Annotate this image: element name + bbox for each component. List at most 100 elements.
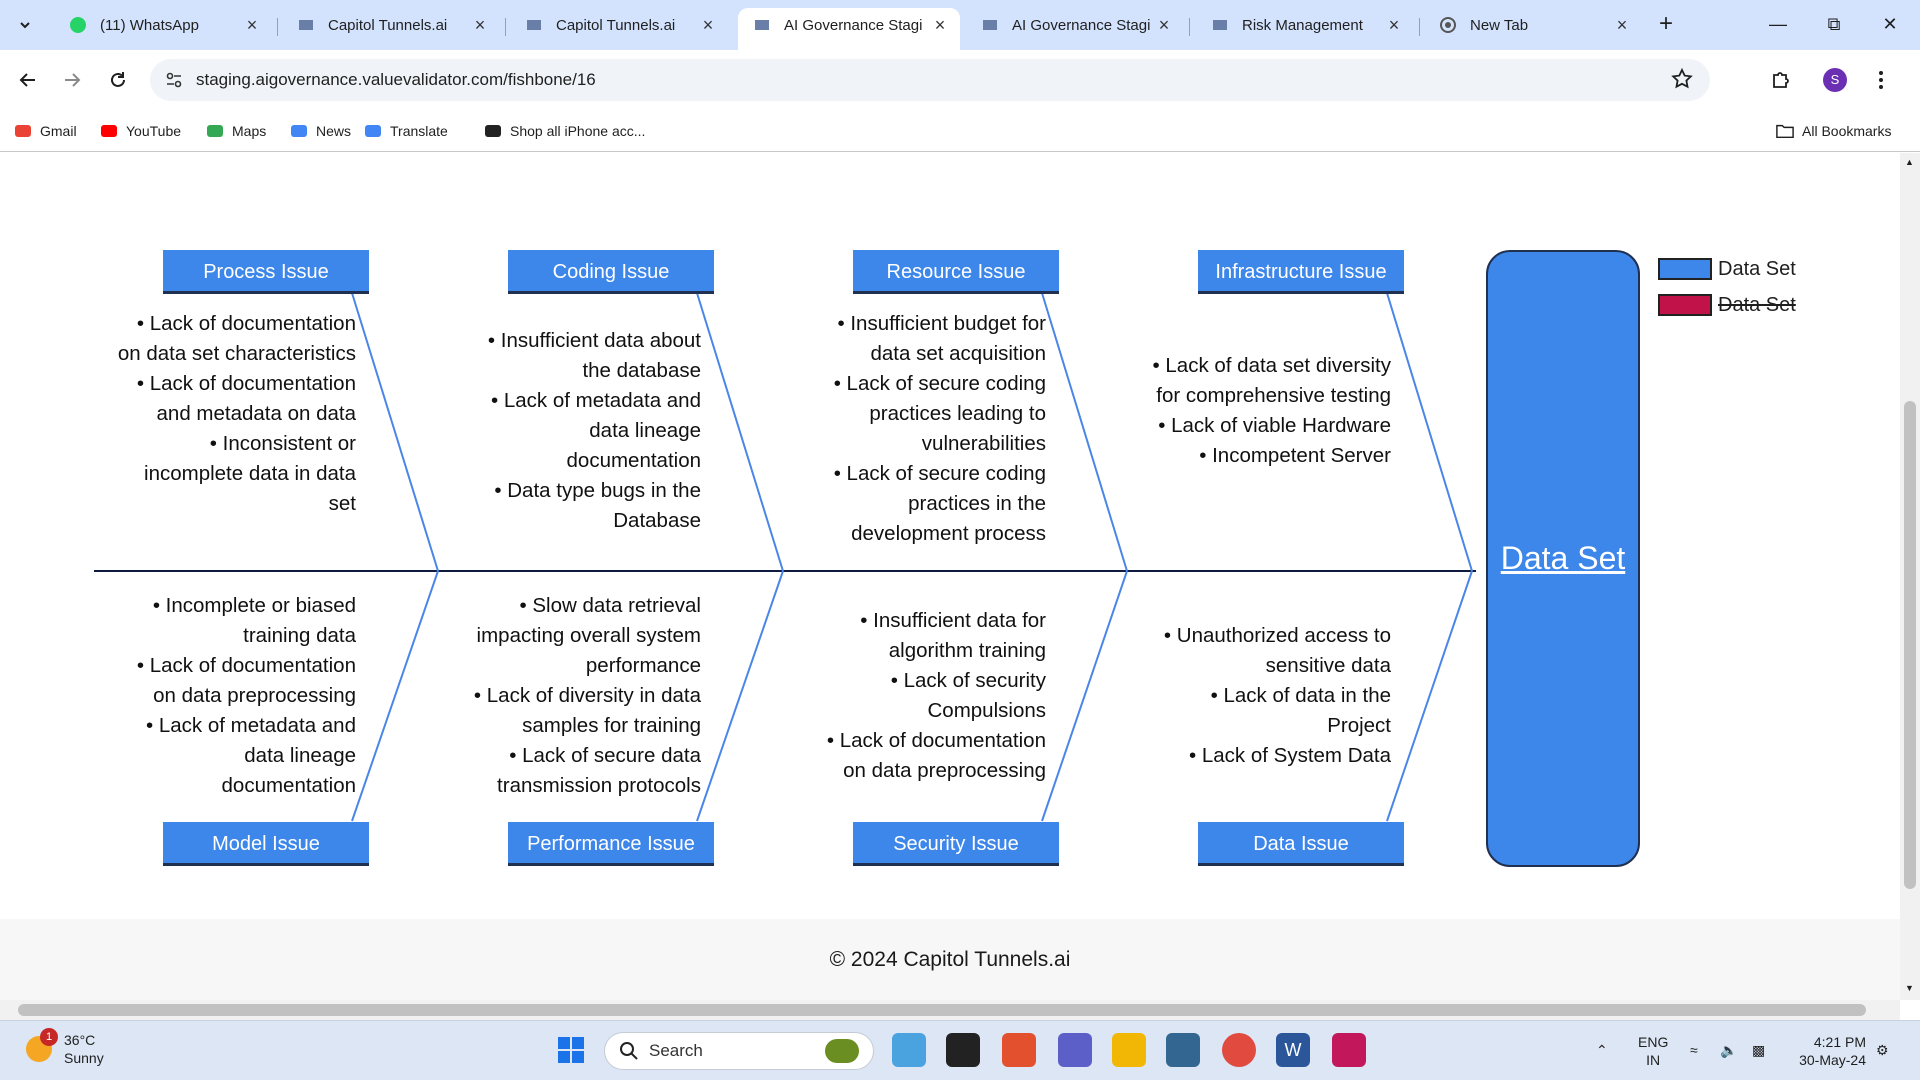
language-code: ENG	[1638, 1034, 1669, 1050]
news-icon	[290, 122, 308, 140]
tab-title: Risk Management	[1242, 16, 1363, 34]
bookmark-star-icon[interactable]	[1670, 67, 1694, 91]
fishbone-diagram	[94, 292, 1476, 822]
close-tab-icon[interactable]: ×	[934, 15, 946, 35]
cause-item: • Lack of data in the Project	[1210, 684, 1391, 737]
category-data-issue[interactable]: Data Issue	[1198, 822, 1404, 866]
brave-icon[interactable]	[1002, 1033, 1036, 1067]
horizontal-scrollbar[interactable]	[0, 1000, 1900, 1020]
tab-2[interactable]: Capitol Tunnels.ai×	[510, 8, 728, 42]
category-security-issue[interactable]: Security Issue	[853, 822, 1059, 866]
url-text: staging.aigovernance.valuevalidator.com/…	[196, 70, 596, 89]
vertical-scroll-thumb[interactable]	[1904, 401, 1916, 889]
horizontal-scroll-thumb[interactable]	[18, 1004, 1866, 1016]
site-favicon	[1212, 17, 1228, 33]
tab-search-button[interactable]	[12, 12, 38, 38]
category-infrastructure-issue[interactable]: Infrastructure Issue	[1198, 250, 1404, 294]
puzzle-icon	[1773, 72, 1789, 88]
scroll-down-arrow[interactable]: ▼	[1905, 983, 1914, 993]
reload-button[interactable]	[104, 66, 132, 94]
cause-item: • Lack of secure data transmission proto…	[497, 744, 701, 797]
restore-button[interactable]: ⧉	[1827, 14, 1841, 34]
new-tab-button[interactable]: +	[1658, 10, 1673, 37]
snipping-tool-icon[interactable]	[1332, 1033, 1366, 1067]
category-process-issue[interactable]: Process Issue	[163, 250, 369, 294]
all-bookmarks-button[interactable]: All Bookmarks	[1776, 120, 1891, 142]
chrome-taskbar-icon[interactable]	[1222, 1033, 1256, 1067]
volume-icon[interactable]: 🔈	[1720, 1042, 1738, 1058]
effect-label[interactable]: Data Set	[1500, 540, 1626, 576]
legend-item[interactable]: Data Set	[1658, 251, 1796, 287]
bookmark-maps[interactable]: Maps	[206, 120, 266, 142]
tab-1[interactable]: Capitol Tunnels.ai×	[282, 8, 500, 42]
address-bar[interactable]: staging.aigovernance.valuevalidator.com/…	[150, 59, 1710, 101]
close-tab-icon[interactable]: ×	[1158, 15, 1170, 35]
cause-item: • Data type bugs in the Database	[494, 479, 701, 532]
chrome-menu-button[interactable]	[1866, 65, 1896, 95]
vertical-scrollbar[interactable]: ▲ ▼	[1900, 153, 1920, 1000]
folder-icon	[1776, 122, 1794, 140]
taskbar-search[interactable]: Search	[604, 1032, 874, 1070]
notifications-icon[interactable]: ⚙	[1876, 1042, 1889, 1058]
cause-item: • Inconsistent or incomplete data in dat…	[144, 432, 356, 515]
weather-description: Sunny	[64, 1050, 104, 1066]
category-performance-issue[interactable]: Performance Issue	[508, 822, 714, 866]
youtube-icon	[100, 122, 118, 140]
postgres-icon[interactable]	[1166, 1033, 1200, 1067]
file-explorer-icon[interactable]	[1112, 1033, 1146, 1067]
tab-0[interactable]: (11) WhatsApp×	[54, 8, 272, 42]
scroll-up-arrow[interactable]: ▲	[1905, 157, 1914, 167]
bookmark-translate[interactable]: Translate	[364, 120, 448, 142]
close-tab-icon[interactable]: ×	[702, 15, 714, 35]
maps-icon	[206, 122, 224, 140]
close-tab-icon[interactable]: ×	[474, 15, 486, 35]
wifi-icon[interactable]: ≈	[1690, 1042, 1698, 1058]
close-tab-icon[interactable]: ×	[246, 15, 258, 35]
battery-icon[interactable]: ▩	[1752, 1042, 1766, 1058]
minimize-button[interactable]: —	[1769, 14, 1787, 34]
avatar: S	[1823, 68, 1847, 92]
start-button[interactable]	[554, 1033, 588, 1067]
tab-6[interactable]: New Tab×	[1424, 8, 1642, 42]
weather-widget[interactable]: 1 36°C Sunny	[26, 1028, 104, 1067]
category-resource-issue[interactable]: Resource Issue	[853, 250, 1059, 294]
bookmark-label: Gmail	[40, 123, 77, 139]
forward-button[interactable]	[58, 66, 86, 94]
category-model-issue[interactable]: Model Issue	[163, 822, 369, 866]
category-coding-issue[interactable]: Coding Issue	[508, 250, 714, 294]
cause-item: • Lack of System Data	[1188, 744, 1391, 767]
teams-icon[interactable]	[1058, 1033, 1092, 1067]
bookmark-shop[interactable]: Shop all iPhone acc...	[484, 120, 645, 142]
close-tab-icon[interactable]: ×	[1616, 15, 1628, 35]
bookmark-label: News	[316, 123, 352, 139]
legend-label: Data Set	[1718, 257, 1796, 280]
site-settings-icon[interactable]	[164, 70, 184, 90]
clock[interactable]: 4:21 PM 30-May-24	[1786, 1033, 1866, 1069]
cause-list: • Slow data retrieval impacting overall …	[456, 591, 701, 801]
task-view-icon[interactable]	[946, 1033, 980, 1067]
close-window-button[interactable]: ✕	[1882, 14, 1898, 34]
notification-badge: 1	[40, 1028, 58, 1046]
cause-item: • Lack of viable Hardware	[1158, 414, 1391, 437]
tab-5[interactable]: Risk Management ×	[1196, 8, 1414, 42]
legend-item[interactable]: Data Set	[1658, 287, 1796, 323]
back-button[interactable]	[14, 66, 42, 94]
extensions-button[interactable]	[1766, 65, 1796, 95]
copilot-icon[interactable]	[892, 1033, 926, 1067]
tab-4[interactable]: AI Governance Stagi×	[966, 8, 1184, 42]
page-content: Process Issue• Lack of documentation on …	[0, 153, 1900, 1000]
word-icon[interactable]: W	[1276, 1033, 1310, 1067]
bookmark-news[interactable]: News	[290, 120, 351, 142]
profile-button[interactable]: S	[1820, 65, 1850, 95]
language-indicator[interactable]: ENG IN	[1638, 1033, 1668, 1069]
close-tab-icon[interactable]: ×	[1388, 15, 1400, 35]
show-hidden-icons[interactable]: ⌃	[1596, 1042, 1608, 1058]
effect-head[interactable]: Data Set	[1486, 250, 1640, 867]
tab-separator	[505, 18, 506, 36]
cause-item: • Lack of diversity in data samples for …	[473, 684, 701, 737]
tab-3[interactable]: AI Governance Stagi×	[738, 8, 960, 50]
bookmark-gmail[interactable]: Gmail	[14, 120, 77, 142]
reload-icon	[111, 72, 125, 87]
bookmark-youtube[interactable]: YouTube	[100, 120, 181, 142]
